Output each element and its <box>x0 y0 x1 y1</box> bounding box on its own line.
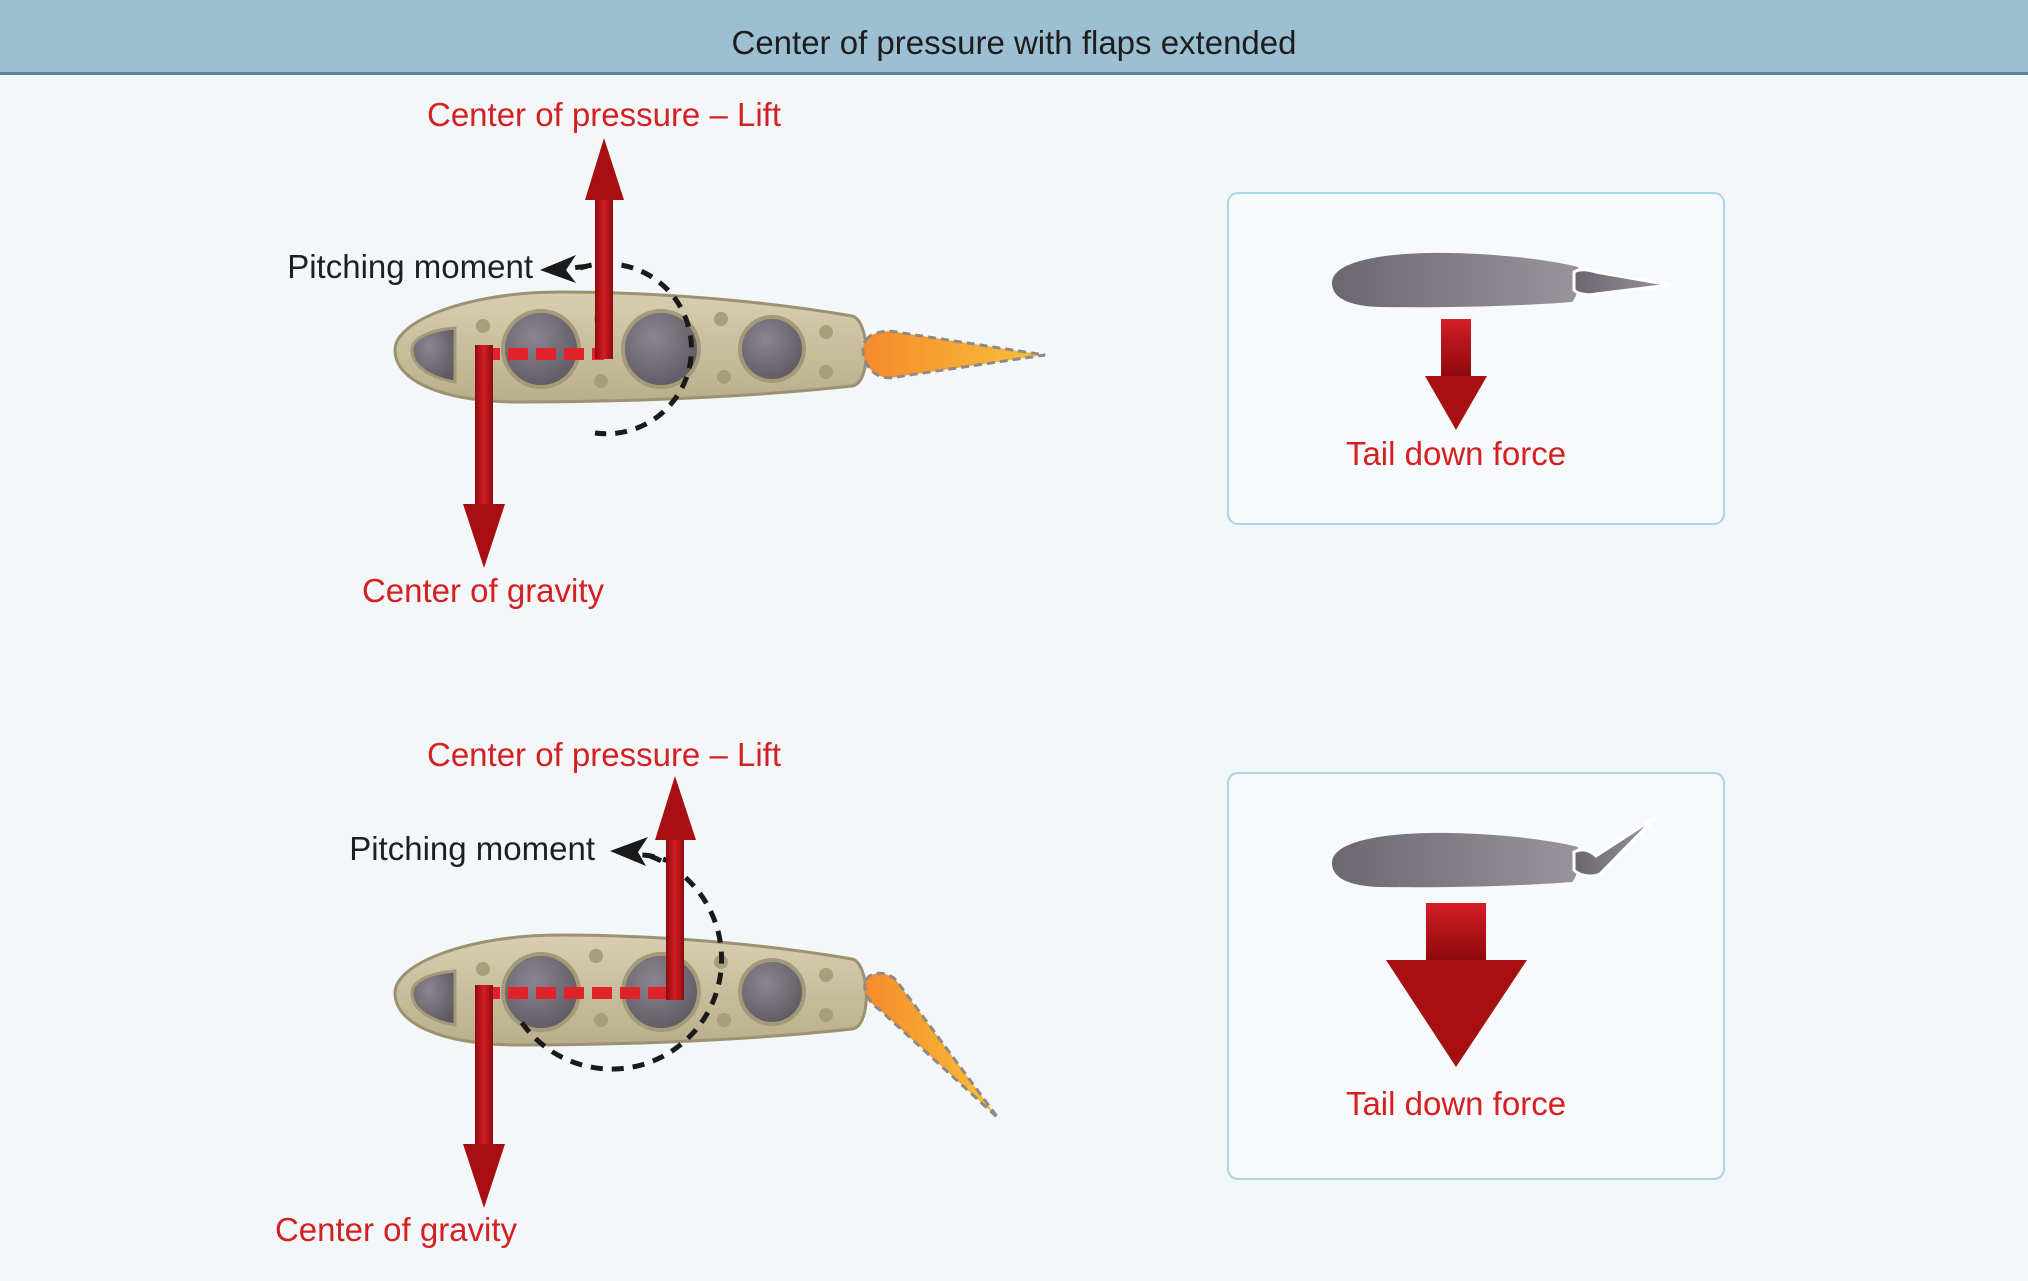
flap-retracted <box>861 329 1046 380</box>
tail-down-force-arrow-large <box>1386 903 1527 1067</box>
pitching-moment-arrowhead <box>540 255 576 283</box>
tail-box-top: Tail down force <box>1227 192 1725 525</box>
header-bar: Center of pressure with flaps extended <box>0 0 2028 75</box>
page-title: Center of pressure with flaps extended <box>731 24 1297 61</box>
panel-bottom: Center of pressure – Lift Pitching momen… <box>275 736 1725 1248</box>
lift-arrow-2 <box>655 776 696 1000</box>
gravity-arrow <box>463 345 505 568</box>
pitching-moment-label-2: Pitching moment <box>349 830 595 867</box>
tail-elevator-deflected <box>1572 815 1658 878</box>
tail-down-force-arrow-small <box>1425 319 1487 430</box>
pitching-moment-arrowhead-2 <box>610 837 648 866</box>
pitching-moment-circle-2 <box>517 853 725 1072</box>
pitching-moment-label: Pitching moment <box>287 248 533 285</box>
flap-extended <box>863 971 1000 1120</box>
pitching-moment-circle <box>579 261 694 437</box>
lift-arrow <box>585 138 624 359</box>
tail-down-force-label: Tail down force <box>1346 435 1566 472</box>
gravity-arrow-2 <box>463 985 505 1208</box>
gravity-label: Center of gravity <box>362 572 605 609</box>
tail-down-force-label-2: Tail down force <box>1346 1085 1566 1122</box>
tail-box-bottom: Tail down force <box>1227 772 1725 1180</box>
lift-label-2: Center of pressure – Lift <box>427 736 781 773</box>
tail-airfoil-2 <box>1332 832 1579 888</box>
gravity-label-2: Center of gravity <box>275 1211 518 1248</box>
tail-elevator-neutral <box>1572 268 1671 297</box>
lift-label: Center of pressure – Lift <box>427 96 781 133</box>
wing-section-top <box>393 290 868 404</box>
tail-airfoil <box>1332 252 1579 308</box>
panel-top: Center of pressure – Lift Pitching momen… <box>287 96 1725 609</box>
